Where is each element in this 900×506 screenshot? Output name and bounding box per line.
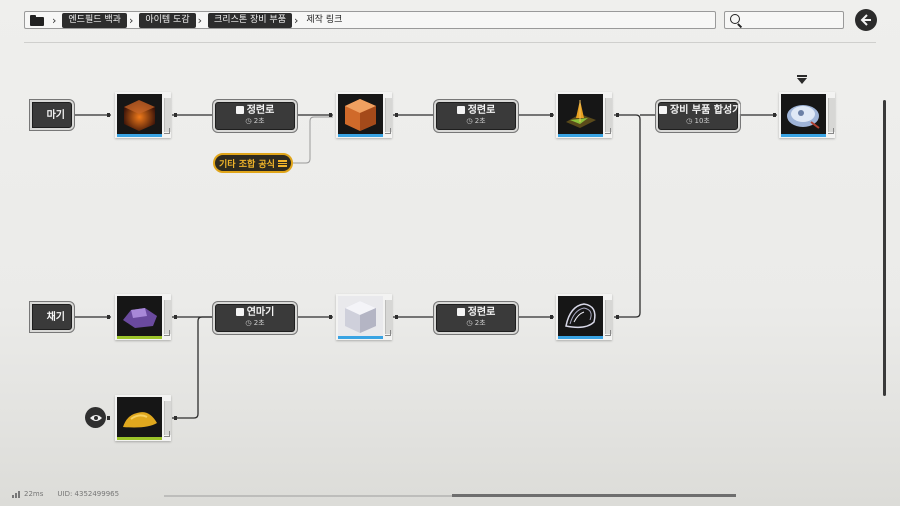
alt-recipe-label: 기타 조합 공식 — [219, 159, 275, 170]
item-card-gold-ore[interactable] — [115, 395, 171, 441]
status-footer: 22ms UID: 4352499965 — [12, 490, 119, 498]
target-marker-icon — [797, 75, 807, 84]
clock-icon: ◷ — [466, 117, 475, 125]
top-divider — [24, 42, 876, 43]
breadcrumb-item-item-codex[interactable]: 아이템 도감 — [139, 12, 196, 28]
breadcrumb-current: 제작 링크 — [306, 14, 343, 25]
item-card-white-cube[interactable] — [336, 294, 392, 340]
toggle-visibility-button[interactable] — [85, 407, 106, 428]
machine-refinery-3[interactable]: 정련로 ◷ 2초 — [436, 304, 516, 332]
signal-icon — [12, 490, 20, 498]
item-card-purple-ore[interactable] — [115, 294, 171, 340]
chevron-right-icon: › — [128, 13, 134, 27]
arrow-left-icon — [860, 14, 871, 26]
refinery-icon — [456, 106, 465, 114]
machine-name: 장비 부품 합성기 — [670, 105, 742, 116]
chevron-right-icon: › — [294, 13, 299, 27]
machine-name: 정련로 — [467, 307, 496, 318]
list-icon — [277, 159, 287, 167]
chevron-right-icon: › — [197, 13, 203, 27]
machine-refinery-1[interactable]: 정련로 ◷ 2초 — [215, 102, 295, 130]
machine-time: 2초 — [474, 117, 486, 125]
item-image — [338, 296, 383, 336]
rarity-stripe — [558, 134, 603, 137]
machine-partial-bottom[interactable]: 채기 — [32, 304, 72, 330]
rarity-stripe — [558, 336, 603, 339]
rarity-stripe — [781, 134, 826, 137]
rarity-stripe — [117, 134, 162, 137]
rarity-stripe — [338, 134, 383, 137]
grinder-icon — [235, 308, 244, 316]
item-image — [338, 94, 383, 134]
item-card-copper-cube[interactable] — [336, 92, 392, 138]
item-image — [558, 296, 603, 336]
breadcrumb-item-equipment-part[interactable]: 크리스톤 장비 부품 — [208, 12, 292, 28]
machine-name: 정련로 — [246, 105, 275, 116]
refinery-icon — [456, 308, 465, 316]
item-card-amber-cube[interactable] — [115, 92, 171, 138]
item-card-crystal-shell[interactable] — [556, 294, 612, 340]
top-bar: › 엔드필드 백과 › 아이템 도감 › 크리스톤 장비 부품 › 제작 링크 — [0, 0, 900, 40]
item-card-crystone-part[interactable] — [779, 92, 835, 138]
breadcrumb-item-endfield-wiki[interactable]: 엔드필드 백과 — [62, 12, 127, 28]
rarity-stripe — [338, 336, 383, 339]
uid-label: UID: 4352499965 — [57, 490, 120, 498]
refinery-icon — [235, 106, 244, 114]
item-image — [558, 94, 603, 134]
back-button[interactable] — [855, 9, 877, 31]
machine-equipment-assembler[interactable]: 장비 부품 합성기 ◷ 10초 — [658, 102, 742, 130]
item-image — [117, 296, 162, 336]
horizontal-scrollbar-thumb[interactable] — [452, 494, 736, 497]
item-image — [117, 397, 162, 437]
rarity-stripe — [117, 336, 162, 339]
machine-grinder[interactable]: 연마기 ◷ 2초 — [215, 304, 295, 332]
machine-time: 10초 — [694, 117, 710, 125]
machine-name: 연마기 — [246, 307, 275, 318]
assembler-icon — [659, 106, 667, 114]
folder-icon[interactable] — [30, 14, 44, 26]
ping-value: 22ms — [24, 490, 44, 498]
search-input[interactable] — [745, 13, 844, 29]
item-card-amber-component[interactable] — [556, 92, 612, 138]
machine-name: 마기 — [46, 110, 65, 121]
vertical-scrollbar[interactable] — [883, 100, 886, 396]
item-image — [781, 94, 826, 134]
machine-time: 2초 — [474, 319, 486, 327]
machine-time: 2초 — [253, 117, 265, 125]
machine-time: 2초 — [253, 319, 265, 327]
clock-icon: ◷ — [245, 117, 254, 125]
eye-icon — [89, 414, 102, 421]
item-image — [117, 94, 162, 134]
rarity-stripe — [117, 437, 162, 440]
horizontal-scrollbar-track[interactable] — [164, 495, 736, 497]
clock-icon: ◷ — [245, 319, 254, 327]
machine-refinery-2[interactable]: 정련로 ◷ 2초 — [436, 102, 516, 130]
clock-icon: ◷ — [686, 117, 695, 125]
machine-name: 채기 — [46, 312, 65, 323]
breadcrumb: › 엔드필드 백과 › 아이템 도감 › 크리스톤 장비 부품 › 제작 링크 — [24, 11, 716, 29]
machine-name: 정련로 — [467, 105, 496, 116]
search-box[interactable] — [724, 11, 844, 29]
alt-recipe-button[interactable]: 기타 조합 공식 — [213, 153, 293, 173]
search-icon — [730, 14, 740, 24]
chevron-right-icon: › — [52, 13, 57, 27]
machine-partial-top[interactable]: 마기 — [32, 102, 72, 128]
clock-icon: ◷ — [466, 319, 475, 327]
